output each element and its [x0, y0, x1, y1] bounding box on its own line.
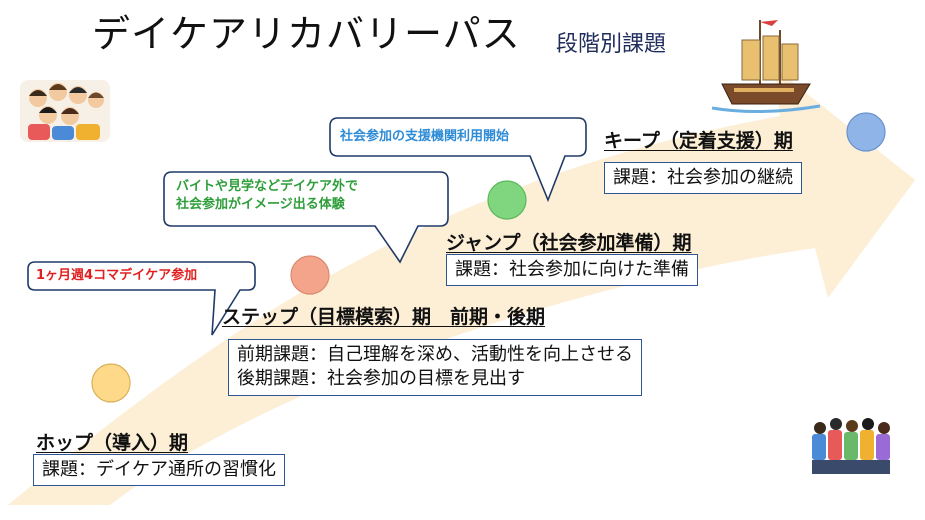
callout-3-text: 社会参加の支援機関利用開始 — [340, 129, 510, 144]
callout-2-shape — [163, 171, 449, 264]
phase-heading-hop: ホップ（導入）期 — [36, 432, 189, 454]
page-title: デイケアリカバリーパス — [92, 12, 521, 56]
phase-heading-step: ステップ（目標模索）期 前期・後期 — [222, 306, 546, 328]
phase-task-keep: 課題：社会参加の継続 — [613, 167, 793, 188]
phase-task-step-late: 後期課題：社会参加の目標を見出す — [237, 368, 525, 390]
callout-2-text: バイトや見学などデイケア外で 社会参加がイメージ出る体験 — [176, 178, 358, 213]
ship-illustration — [711, 20, 821, 114]
phase-circle-jump — [487, 180, 527, 220]
phase-task-hop: 課題：デイケア通所の習慣化 — [42, 459, 276, 480]
phase-task-jump: 課題：社会参加に向けた準備 — [455, 259, 689, 280]
phase-circle-keep — [846, 112, 886, 152]
phase-heading-jump: ジャンプ（社会参加準備）期 — [446, 232, 692, 254]
phase-task-box-jump: 課題：社会参加に向けた準備 — [446, 254, 698, 287]
callout-2-line-2: 社会参加がイメージ出る体験 — [176, 196, 345, 212]
page-subtitle: 段階別課題 — [556, 32, 667, 57]
crowd-illustration — [20, 80, 110, 142]
callout-1-text: 1ヶ月週4コマデイケア参加 — [36, 268, 198, 283]
callout-3-shape — [329, 117, 587, 203]
phase-task-box-hop: 課題：デイケア通所の習慣化 — [33, 454, 285, 487]
callout-1-shape — [27, 261, 256, 336]
phase-task-box-keep: 課題：社会参加の継続 — [604, 162, 802, 195]
callout-2-line-1: バイトや見学などデイケア外で — [176, 179, 359, 194]
phase-circle-hop — [91, 363, 131, 403]
group-illustration — [812, 418, 890, 474]
phase-circle-step — [290, 255, 330, 295]
phase-heading-keep: キープ（定着支援）期 — [604, 130, 793, 152]
phase-task-box-step: 前期課題：自己理解を深め、活動性を向上させる 後期課題：社会参加の目標を見出す — [228, 339, 642, 396]
phase-task-step-early: 前期課題：自己理解を深め、活動性を向上させる — [237, 344, 633, 365]
